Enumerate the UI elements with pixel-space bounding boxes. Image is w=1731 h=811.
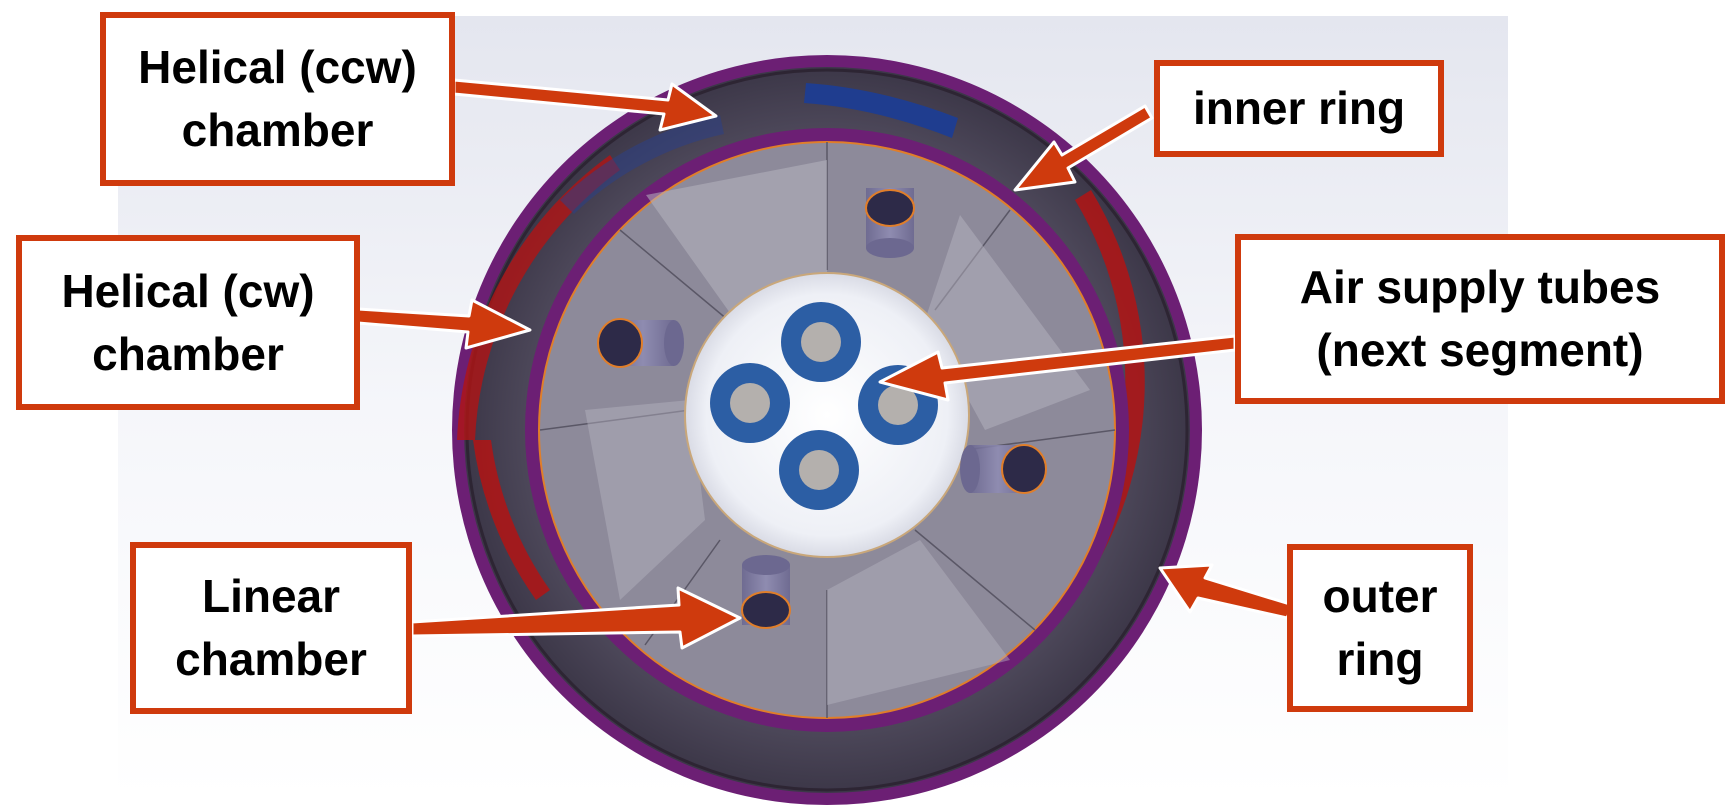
segment-panel-left — [585, 400, 705, 600]
air-supply-tube-top-bore — [801, 322, 841, 362]
label-linear-line1: Linear — [201, 570, 341, 623]
label-outer-ring: outer ring — [1287, 544, 1473, 712]
linear-chamber-top — [865, 188, 915, 258]
label-helical-ccw-line1: Helical (ccw) — [138, 41, 417, 94]
air-supply-tube-right-bore — [878, 385, 918, 425]
core-opening-rim — [684, 272, 970, 558]
label-outer-ring-line2: ring — [1336, 633, 1424, 685]
helical-ccw-chamber-top — [804, 83, 958, 138]
label-outer-ring-line1: outer — [1322, 570, 1438, 623]
label-helical-cw-chamber: Helical (cw) chamber — [16, 235, 360, 410]
label-air-supply-line2: (next segment) — [1316, 324, 1644, 376]
label-helical-cw-line1: Helical (cw) — [61, 264, 315, 317]
label-helical-cw-line2: chamber — [92, 327, 284, 380]
callout-arrows — [356, 78, 1295, 650]
segment-panel-bottom — [827, 540, 1010, 705]
air-supply-tube-bottom-bore — [799, 450, 839, 490]
linear-chambers — [597, 188, 1047, 629]
arrow-air-supply — [878, 334, 1237, 402]
label-air-supply-tubes: Air supply tubes (next segment) — [1235, 234, 1725, 404]
helical-cw-chamber-left-lower — [473, 440, 550, 600]
helical-cw-chamber-right — [1025, 190, 1145, 640]
label-inner-ring-line1: inner ring — [1192, 82, 1406, 135]
air-supply-tube-left-bore — [730, 383, 770, 423]
helical-ccw-chamber-upper-left — [560, 115, 724, 214]
label-linear-line2: chamber — [175, 633, 367, 685]
label-inner-ring: inner ring — [1154, 60, 1444, 157]
label-linear-chamber: Linear chamber — [130, 542, 412, 714]
core-opening — [685, 273, 969, 557]
arrow-inner-ring — [1013, 104, 1154, 192]
arrow-helical-cw — [356, 298, 532, 350]
linear-chamber-bottom — [741, 555, 791, 629]
air-supply-tubes — [710, 302, 938, 510]
linear-chamber-left — [597, 318, 684, 368]
arrow-helical-ccw — [452, 78, 718, 132]
arrow-outer-ring — [1158, 563, 1295, 620]
label-helical-ccw-chamber: Helical (ccw) chamber — [100, 12, 455, 186]
arrow-linear — [410, 586, 742, 650]
label-helical-ccw-line2: chamber — [181, 104, 374, 156]
label-air-supply-line1: Air supply tubes — [1299, 261, 1661, 314]
linear-chamber-right — [960, 444, 1047, 494]
helical-cw-chamber-left — [457, 155, 620, 440]
